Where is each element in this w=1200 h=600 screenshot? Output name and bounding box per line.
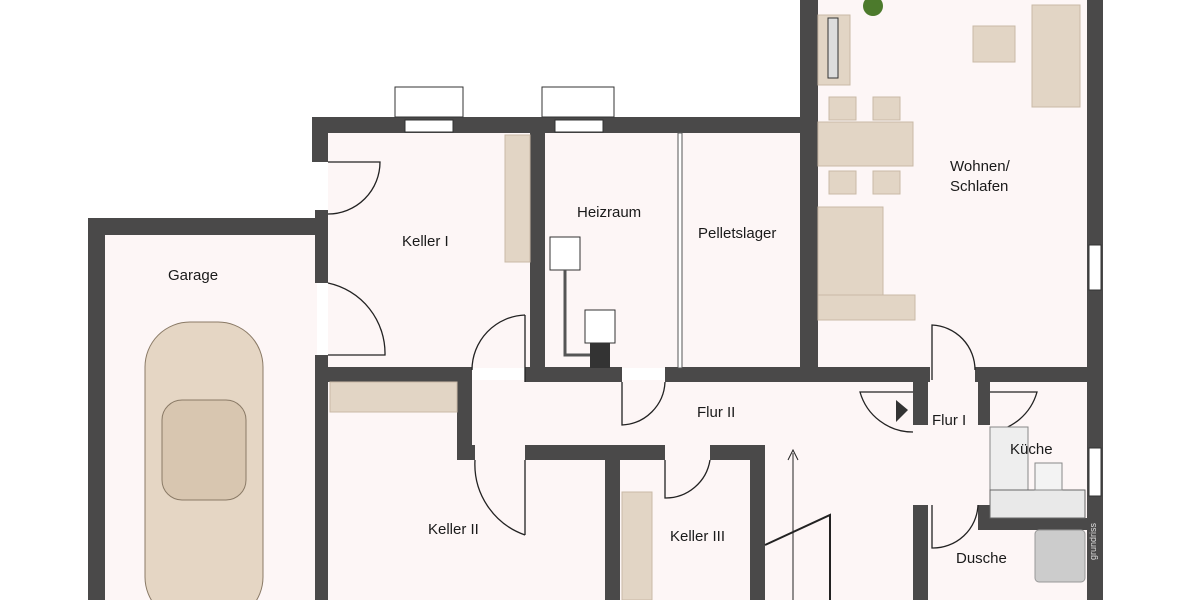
lower-floor xyxy=(328,380,1088,600)
room-label-wohnen: Wohnen/ xyxy=(950,158,1010,175)
car-icon xyxy=(144,321,264,600)
room-label-flur-1: Flur I xyxy=(932,412,967,429)
room-label-keller-1: Keller I xyxy=(402,233,449,250)
room-label-heizraum: Heizraum xyxy=(577,204,642,221)
room-label-schlafen: Schlafen xyxy=(950,178,1009,195)
room-label-pelletslager: Pelletslager xyxy=(698,225,777,242)
room-label-dusche: Dusche xyxy=(956,550,1007,567)
room-label-kueche: Küche xyxy=(1010,441,1053,458)
room-label-keller-2: Keller II xyxy=(428,521,479,538)
room-label-keller-3: Keller III xyxy=(670,528,726,545)
windows xyxy=(394,86,1102,497)
partition xyxy=(677,132,683,369)
watermark: grundriss xyxy=(1088,522,1098,560)
furniture xyxy=(329,0,1086,600)
room-label-garage: Garage xyxy=(168,267,219,284)
room-label-flur-2: Flur II xyxy=(697,404,736,421)
stairs xyxy=(764,448,831,600)
